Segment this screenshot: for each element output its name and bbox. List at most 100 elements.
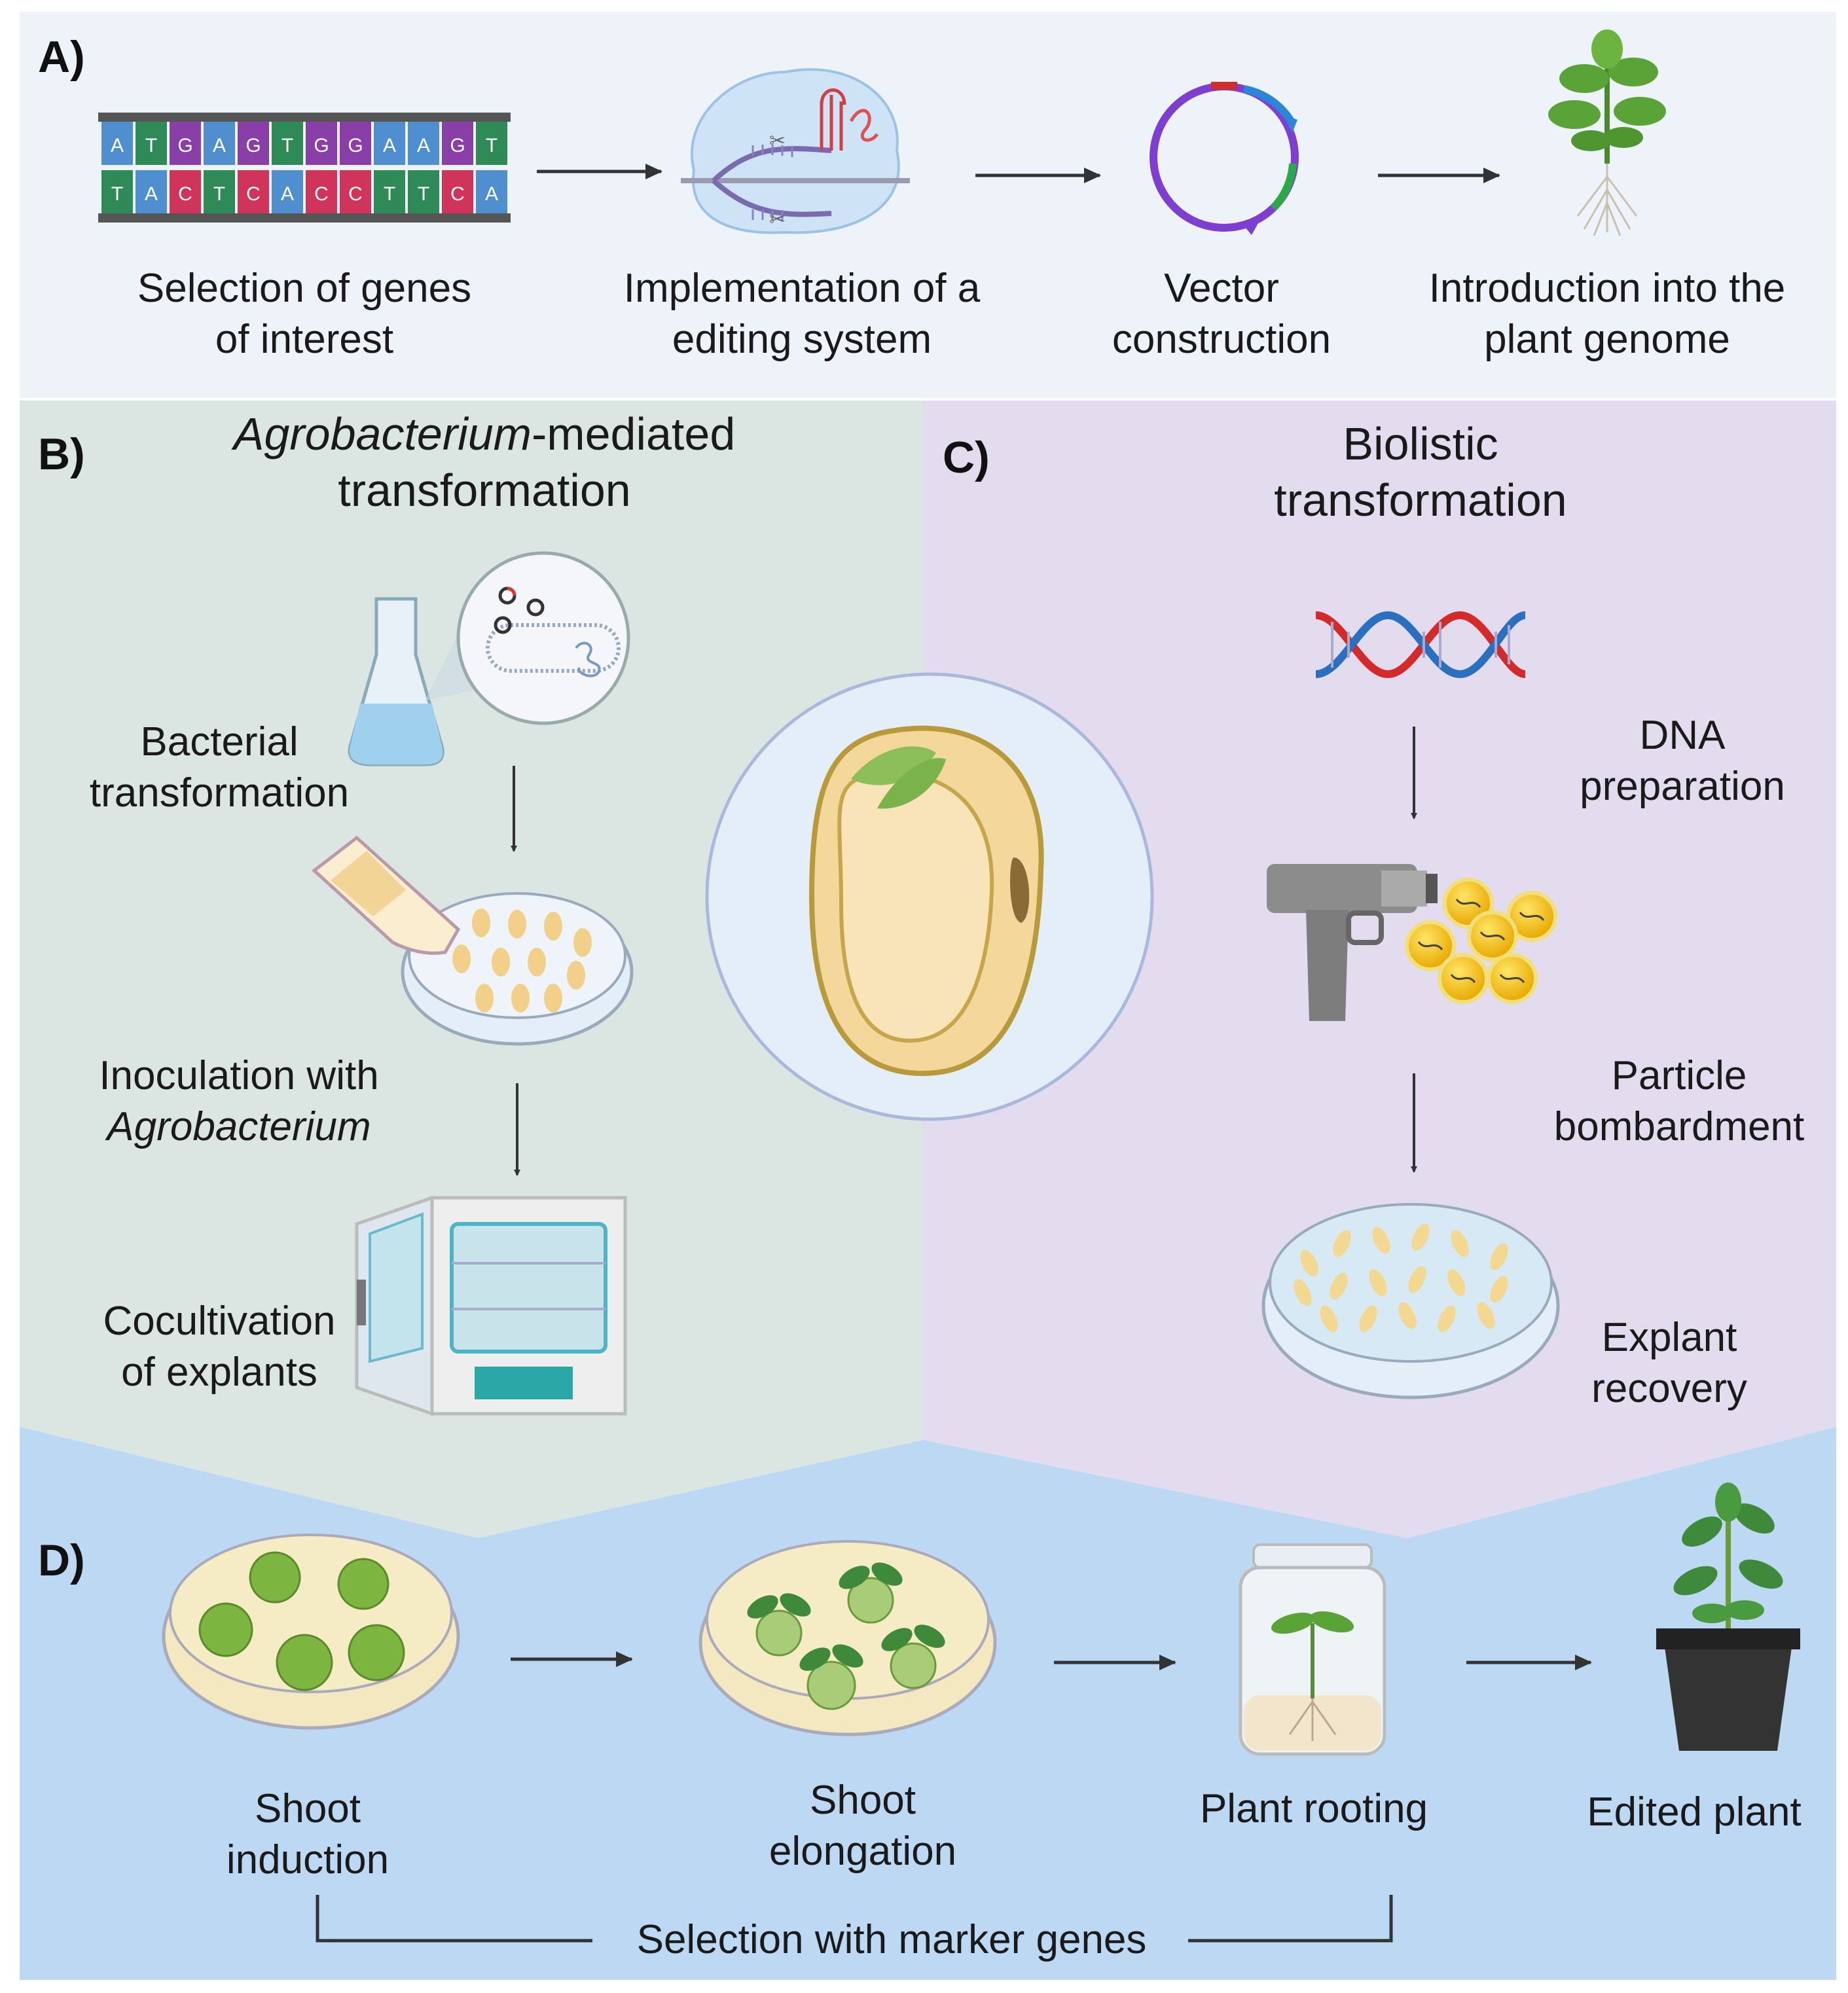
bacteria-zoom-icon (456, 551, 630, 725)
explant (1447, 1269, 1466, 1297)
panel-c-background (923, 401, 1836, 1538)
dna-base-letter: G (177, 135, 192, 156)
panel-c-title: Biolistic transformation (1274, 418, 1567, 526)
dna-base-top (238, 122, 269, 165)
dna-base-top (204, 122, 235, 165)
edited-plant-label: Edited plant (1587, 1789, 1802, 1835)
dna-base-bottom (101, 170, 133, 213)
dna-on-particle (1450, 973, 1476, 984)
dna-base-top (374, 122, 405, 165)
dna-base-top (272, 122, 303, 165)
dna-base-bottom (442, 170, 473, 213)
rooting-jar-icon (1239, 1543, 1386, 1756)
dna-base-bottom (340, 170, 371, 213)
explant (1477, 1302, 1495, 1329)
dna-base-letter: A (417, 135, 430, 156)
gold-particles-icon (1405, 878, 1557, 1004)
selection-bracket (316, 1895, 1393, 1943)
dna-base-letter: A (485, 183, 498, 205)
gene-gun-icon (1267, 864, 1438, 1021)
dna-on-particle (1417, 941, 1443, 951)
explant (1490, 1276, 1508, 1303)
explant (1451, 1230, 1469, 1257)
dna-base-top (101, 122, 133, 165)
explant (1320, 1305, 1338, 1333)
seed-icon (705, 672, 1154, 1121)
dna-base-bottom (204, 170, 235, 213)
dna-base-letter: A (213, 135, 226, 156)
dna-base-bottom (136, 170, 167, 213)
dna-helix-icon (1315, 611, 1527, 679)
explant (1294, 1279, 1312, 1306)
panel-b-title: Agrobacterium-mediated transformation (233, 408, 736, 516)
plant-rooting-label: Plant rooting (1199, 1786, 1428, 1831)
dna-base-top (408, 122, 439, 165)
dna-base-top (476, 122, 507, 165)
dna-base-bottom (476, 170, 507, 213)
plant-icon (1548, 29, 1666, 236)
explant (1411, 1223, 1430, 1251)
explant (1359, 1305, 1377, 1333)
dna-base-letter: C (348, 183, 363, 205)
inoculation-dish-icon (312, 835, 634, 1046)
dna-on-particle (1519, 911, 1545, 922)
dna-base-letter: A (281, 183, 294, 205)
panel-b-label: B) (38, 429, 85, 479)
dna-base-letter: T (486, 135, 498, 156)
dna-base-letter: C (178, 183, 192, 205)
dna-base-letter: T (111, 183, 123, 205)
panel-a-label: A) (38, 32, 85, 82)
dna-base-letter: C (314, 183, 329, 205)
explant (1333, 1230, 1351, 1257)
panel-c-label: C) (943, 433, 990, 482)
dna-base-letter: A (383, 135, 396, 156)
explant (1438, 1305, 1456, 1333)
explant (1330, 1272, 1348, 1300)
crispr-editing-icon: ✂ ✂ (681, 68, 910, 234)
dna-base-bottom (374, 170, 405, 213)
dna-on-particle (1499, 973, 1525, 984)
dna-base-bottom (272, 170, 303, 213)
dna-base-letter: T (418, 183, 429, 205)
dna-base-letter: G (245, 135, 261, 156)
explant (1369, 1269, 1387, 1297)
shoot-elongation-dish-icon (698, 1540, 997, 1736)
panel-d-label: D) (38, 1535, 85, 1585)
dna-base-top (136, 122, 167, 165)
dna-base-letter: C (246, 183, 261, 205)
dna-base-bottom (170, 170, 201, 213)
dna-base-letter: T (384, 183, 395, 205)
dna-base-top (442, 122, 473, 165)
dna-base-letter: T (213, 183, 225, 205)
dna-on-particle (1455, 898, 1481, 908)
dna-base-letter: T (281, 135, 293, 156)
dna-base-top (170, 122, 201, 165)
plasmid-vector-icon (1150, 82, 1299, 235)
dna-base-bottom (306, 170, 337, 213)
incubator-icon (355, 1195, 627, 1416)
explant (1300, 1249, 1318, 1277)
explant-dish-icon (1261, 1203, 1560, 1399)
explant (1372, 1227, 1390, 1254)
dna-base-letter: T (145, 135, 157, 156)
svg-text:✂: ✂ (769, 130, 786, 153)
dna-on-particle (1479, 931, 1506, 941)
dna-base-bottom (408, 170, 439, 213)
potted-plant-icon (1656, 1482, 1800, 1751)
selection-label: Selection with marker genes (636, 1917, 1147, 1962)
dna-base-letter: A (145, 183, 158, 205)
dna-base-letter: A (111, 135, 124, 156)
